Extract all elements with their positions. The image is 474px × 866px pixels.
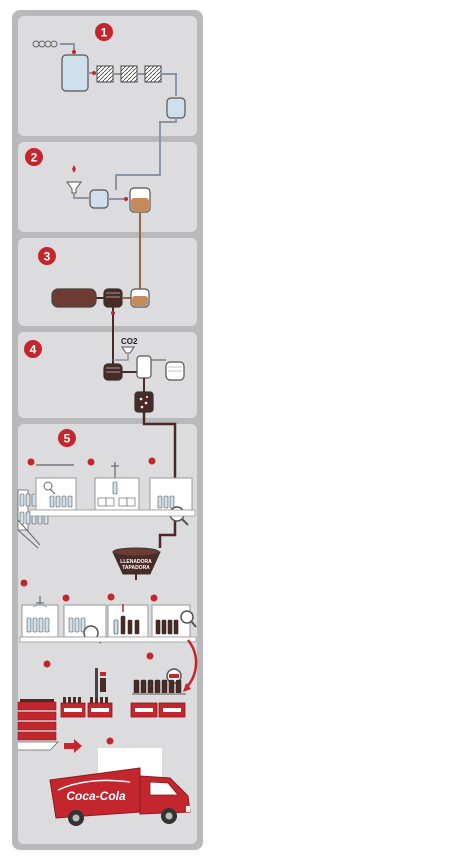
svg-text:3: 3 [44,250,51,264]
bottle-group-icon [133,679,182,695]
step-dot [87,458,95,466]
conveyor-belt [29,509,196,517]
sugar-drop-icon [72,165,76,173]
water-tank-icon [61,54,89,92]
crate-icon [130,702,158,718]
crate-with-bottles-icon [87,697,113,718]
stage-4-badge: 4 [24,340,42,358]
crate-with-bottles-icon [60,697,86,718]
filter-2-icon [120,65,138,83]
truck-brand-logo: Coca-Cola [66,789,126,803]
bottle-washer-icon [94,462,140,511]
step-dot [27,458,35,466]
flow-arrow-icon [185,639,198,689]
svg-text:2: 2 [31,151,38,165]
stage-2-panel [18,142,197,232]
treated-water-tank-icon [166,97,186,119]
label-inspector-icon [166,668,182,684]
step-dot [106,737,114,745]
crate-icon [158,702,186,718]
svg-text:1: 1 [101,26,108,40]
svg-text:4: 4 [30,343,37,357]
conveyor-belt [19,636,197,643]
water-pipe-to-stage-2 [115,118,177,190]
beverage-mixing-tank-icon [103,288,123,308]
funnel-icon [66,181,82,194]
syrup-dosing-tank-icon [130,288,150,308]
arrow-right-icon [64,739,82,753]
mixing-tank-icon [89,189,109,209]
delivery-truck-icon: Coca-Cola [49,767,191,826]
carbonated-beverage-tank-icon [103,363,123,381]
water-source-icon [32,40,58,48]
syrup-tank-icon [129,187,151,213]
water-pipe-to-storage [161,73,177,96]
stage-2-badge: 2 [25,148,43,166]
step-dot [20,579,28,587]
filler-capper-icon: LLENADORA TAPADORA [112,547,161,580]
co2-funnel-icon [121,346,135,354]
bottle-checker-icon [63,604,107,644]
stage-5-badge: 5 [58,429,76,447]
step-dot [148,457,156,465]
step-dot [146,652,154,660]
co2-label: CO2 [121,337,138,346]
step-dot [107,593,115,601]
filler-label-line1: LLENADORA [120,559,152,565]
empty-bottle-inspector-icon [149,477,193,511]
cooler-tank-icon [165,361,185,381]
beverage-storage-tank-icon [51,288,97,308]
water-inlet-pipe [60,43,75,52]
filter-1-icon [96,65,114,83]
filter-3-icon [144,65,162,83]
filling-station-icon [107,604,149,638]
stage-3-badge: 3 [38,247,56,265]
bottle-inspection-station-icon [35,477,77,511]
step-dot [150,594,158,602]
capped-bottle-inspector-icon [151,604,197,638]
step-dot [43,660,51,668]
step-dot [62,594,70,602]
svg-text:5: 5 [64,432,71,446]
stage-1-badge: 1 [95,23,113,41]
pallet-icon [17,699,59,751]
crate-lifter-icon [95,668,106,698]
pressure-tank-icon [134,391,154,413]
filler-label-line2: TAPADORA [122,565,150,571]
